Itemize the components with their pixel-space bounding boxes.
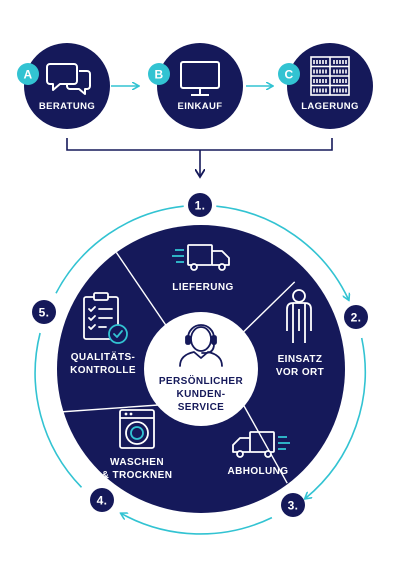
segment-waschen-trocknen: WASCHEN & TROCKNEN (102, 409, 173, 481)
number-badge-4-text: 4. (97, 494, 108, 508)
ring-arc-1-2 (216, 205, 348, 299)
segment-label-qualitaet-line-2: KONTROLLE (70, 365, 136, 376)
checklist-clipboard-icon (83, 292, 128, 344)
segment-label-einsatz-line-2: VOR ORT (276, 367, 324, 378)
step-badge-b-letter: B (154, 68, 163, 82)
segment-label-abholung: ABHOLUNG (228, 466, 289, 477)
number-badge-1 (188, 193, 212, 217)
number-badge-5-text: 5. (39, 306, 50, 320)
segment-label-qualitaet-line-1: QUALITÄTS- (71, 350, 136, 363)
center-label: PERSÖNLICHER KUNDEN- SERVICE (159, 374, 244, 413)
step-beratung: BERATUNG A (17, 43, 110, 129)
cycle-ring (34, 205, 366, 535)
segment-label-waschen-line-2: & TROCKNEN (102, 470, 173, 481)
segment-einsatz-vor-ort: EINSATZ VOR ORT (276, 289, 324, 378)
step-number-badges: 1. 2. 3. 4. 5. (32, 193, 368, 517)
step-label-einkauf: EINKAUF (177, 101, 222, 112)
segment-dividers (52, 252, 296, 484)
shelving-icon (310, 56, 350, 96)
segment-label-lieferung: LIEFERUNG (172, 282, 233, 293)
pickup-truck-icon (232, 431, 290, 458)
headset-agent-icon (179, 324, 223, 367)
step-label-lagerung: LAGERUNG (301, 101, 359, 112)
ring-arc-2-3 (305, 337, 366, 498)
step-label-beratung: BERATUNG (39, 101, 95, 112)
number-badge-2-text: 2. (351, 311, 362, 325)
chat-bubbles-icon (46, 63, 91, 95)
segment-label-waschen-line-1: WASCHEN (110, 457, 164, 468)
step-badge-c (278, 63, 300, 85)
monitor-icon (180, 61, 220, 96)
delivery-truck-icon (172, 244, 230, 271)
number-badge-1-text: 1. (195, 199, 206, 213)
step-badge-a (17, 63, 39, 85)
uniformed-staff-icon (286, 289, 312, 343)
center-circle (144, 312, 258, 426)
step-lagerung: LAGERUNG C (278, 43, 373, 129)
step-einkauf: EINKAUF B (148, 43, 243, 129)
center-label-line-1: PERSÖNLICHER (159, 374, 244, 387)
number-badge-3 (281, 493, 305, 517)
number-badge-4 (90, 488, 114, 512)
number-badge-2 (344, 305, 368, 329)
merge-bracket (66, 138, 333, 151)
step-badge-b (148, 63, 170, 85)
number-badge-5 (32, 300, 56, 324)
step-badge-c-letter: C (284, 68, 293, 82)
service-cycle: PERSÖNLICHER KUNDEN- SERVICE LIEFERUNG (32, 193, 368, 535)
segment-qualitaetskontrolle: QUALITÄTS- KONTROLLE (70, 292, 136, 376)
segment-label-einsatz-line-1: EINSATZ (278, 354, 323, 365)
center-label-line-2: KUNDEN- (177, 389, 226, 400)
segment-lieferung: LIEFERUNG (172, 244, 233, 293)
ring-arc-3-4 (121, 514, 273, 535)
center-label-line-3: SERVICE (178, 402, 225, 413)
top-process-row: BERATUNG A EINKAUF B (17, 43, 373, 176)
number-badge-3-text: 3. (288, 499, 299, 513)
ring-arc-5-1 (55, 205, 184, 294)
segment-abholung: ABHOLUNG (228, 431, 290, 477)
ring-arc-4-5 (34, 332, 83, 488)
washing-machine-icon (119, 409, 155, 449)
step-badge-a-letter: A (23, 68, 32, 82)
